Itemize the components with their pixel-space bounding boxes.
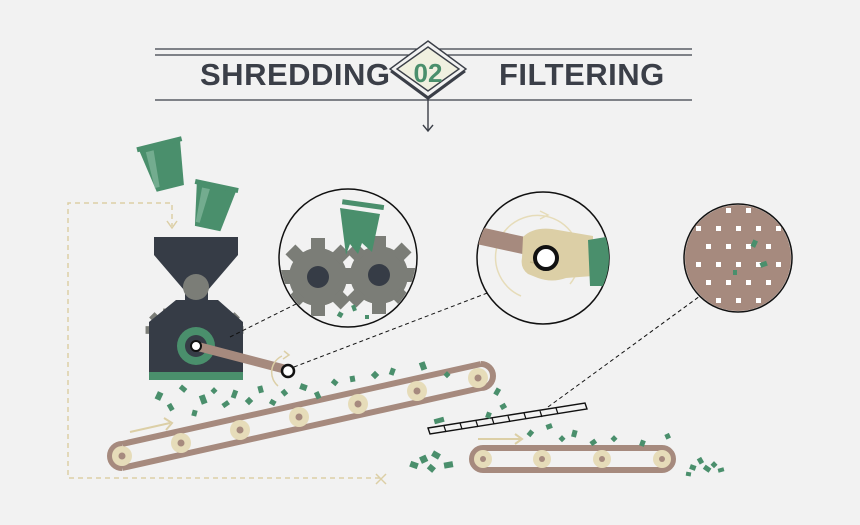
conveyor-belt-icon: [107, 361, 496, 471]
cup-icon: [136, 136, 184, 192]
shredded-flakes: [154, 361, 725, 477]
conveyor-belt-icon: [469, 433, 676, 473]
step-title-right: FILTERING: [499, 57, 665, 92]
filter-mesh-icon: [683, 203, 793, 313]
filter-sieve: [427, 402, 588, 435]
crank-handle-icon: [190, 340, 296, 387]
step-number-badge: 02: [413, 58, 443, 88]
down-arrow-icon: [422, 100, 434, 133]
gear-detail-circle: [278, 188, 418, 328]
header-banner: [155, 40, 692, 133]
shredder-machine-icon: [145, 237, 244, 380]
cup-icon: [194, 178, 239, 232]
hand-detail-circle: [476, 191, 610, 325]
step-title-left: SHREDDING: [200, 57, 391, 92]
